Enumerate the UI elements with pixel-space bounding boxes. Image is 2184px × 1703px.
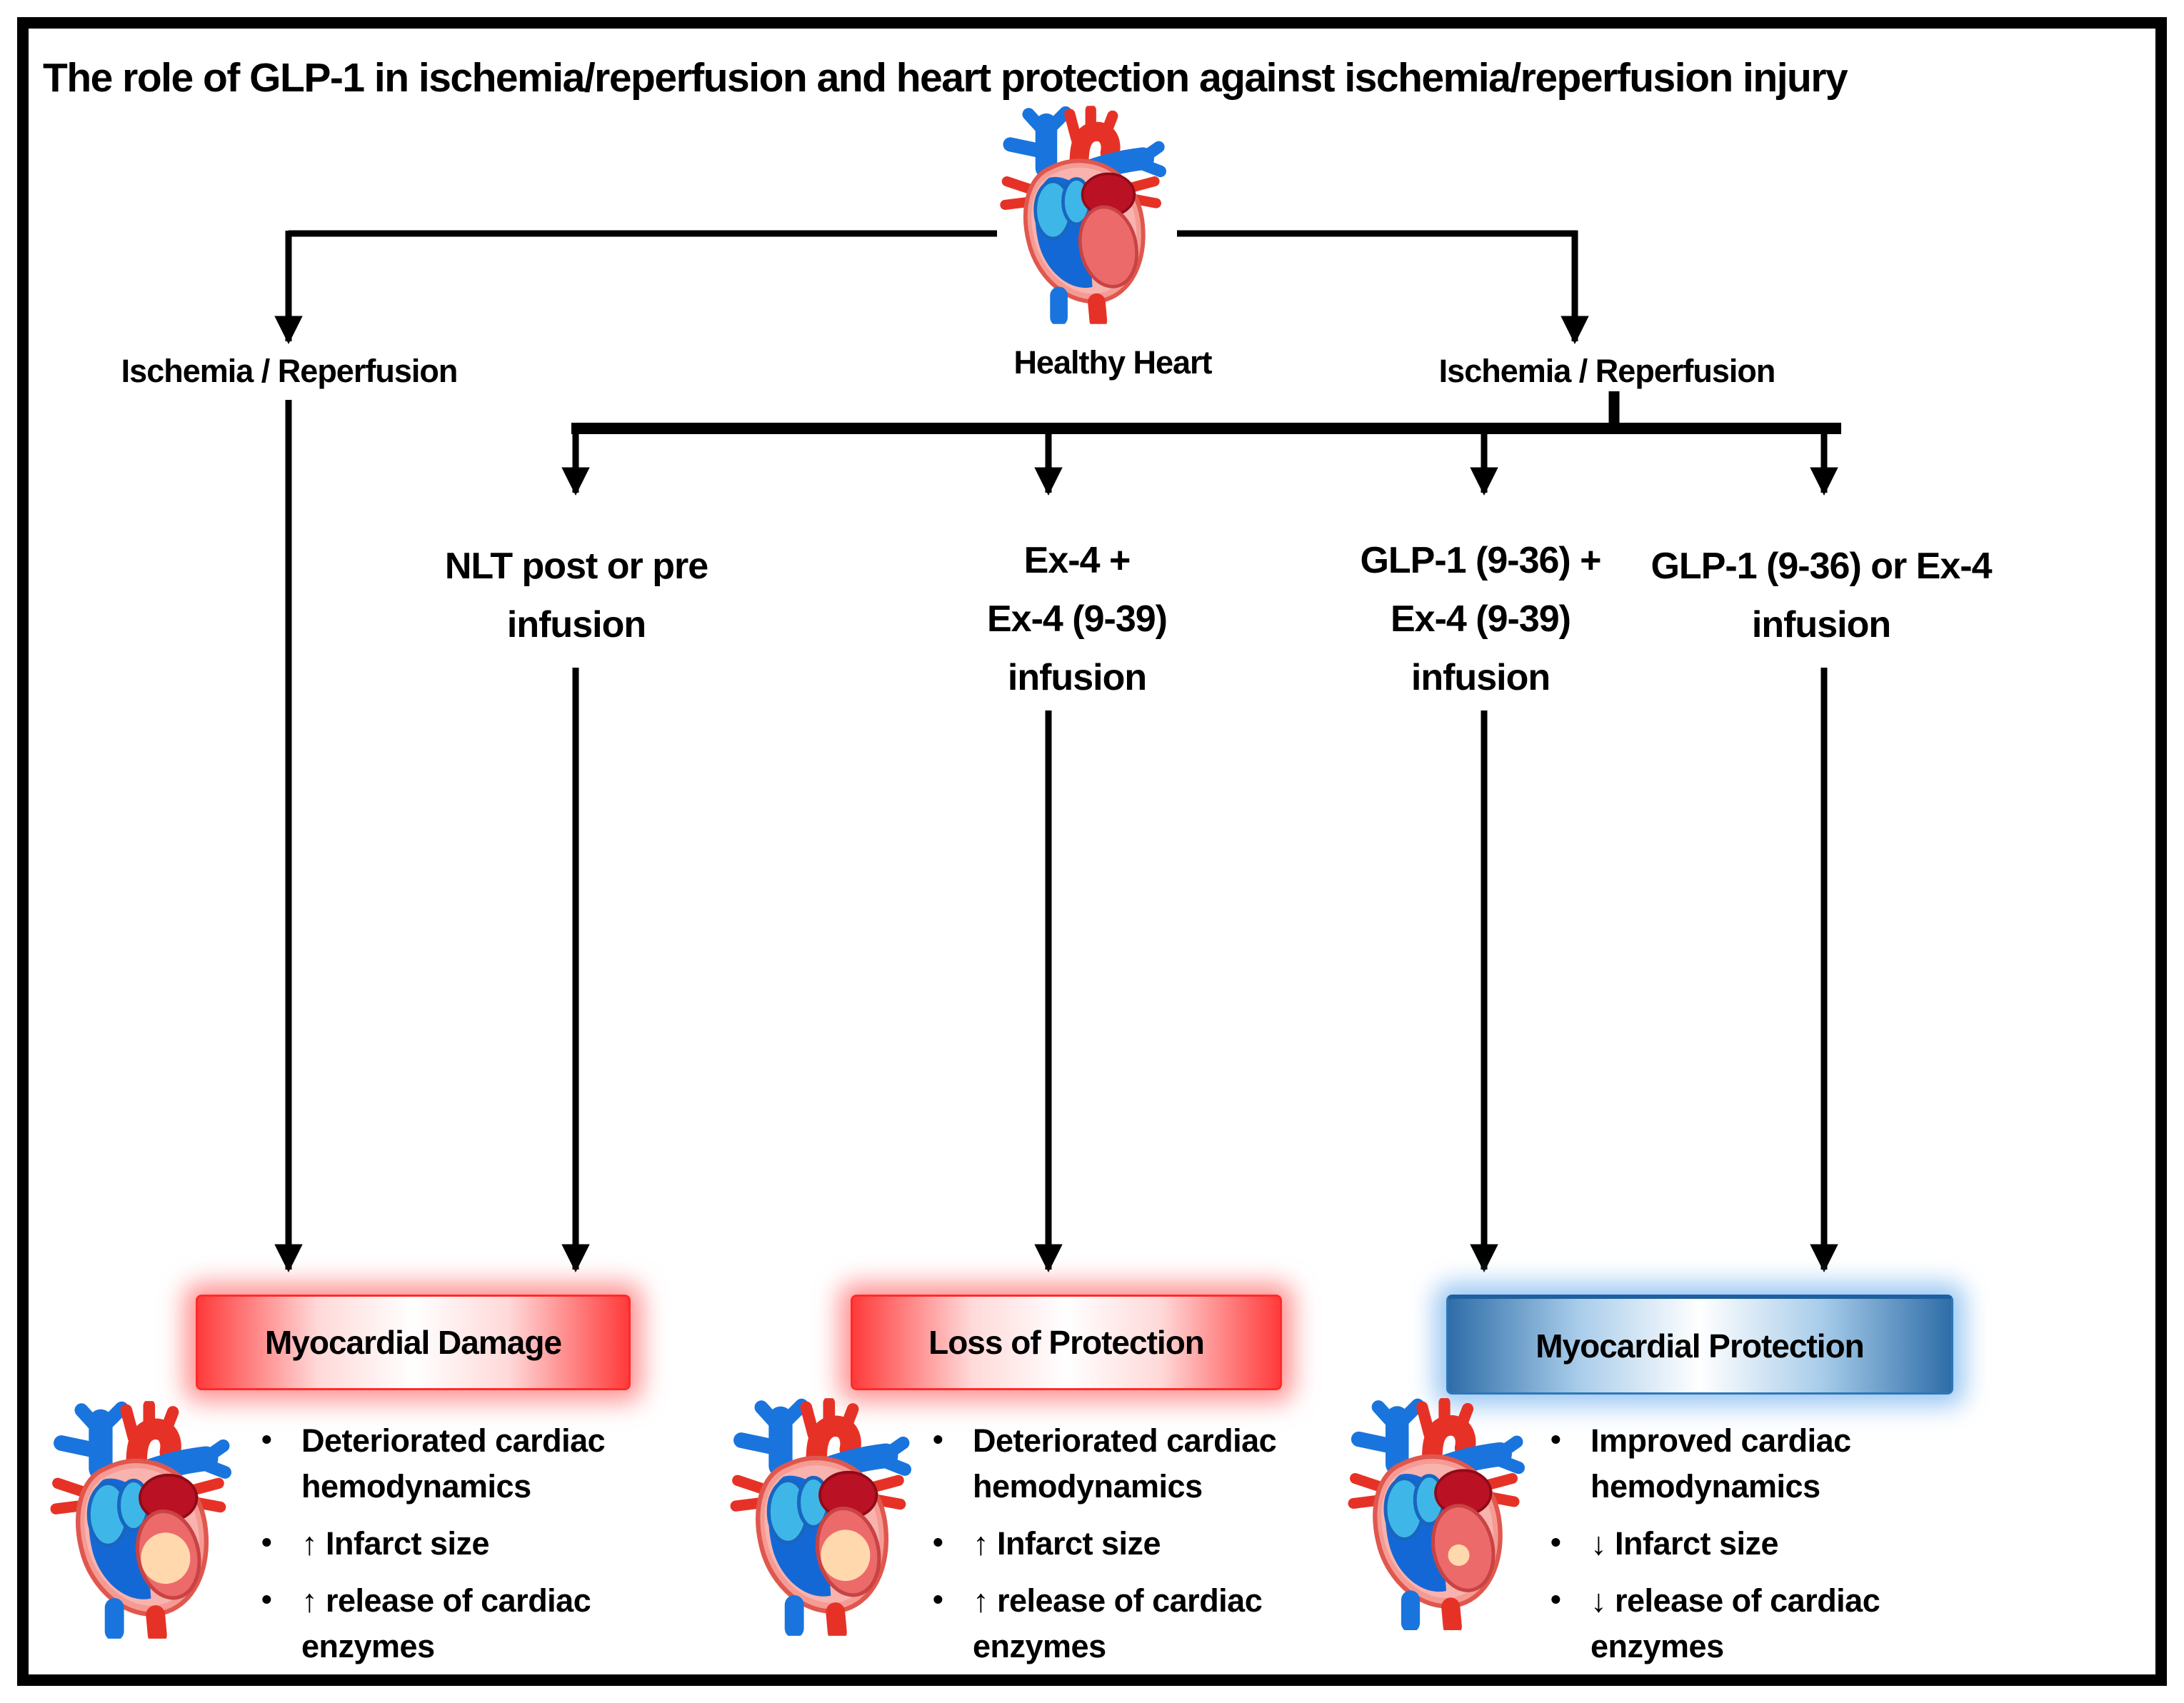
treatment-line: infusion (1751, 604, 1891, 645)
treatment-line: infusion (506, 604, 646, 645)
outcome-list-loss-of-protection: Deteriorated cardiac hemodynamics ↑ Infa… (928, 1417, 1343, 1681)
protected-heart-icon-small-infarct (1346, 1398, 1525, 1630)
infarct-area-small (1448, 1544, 1470, 1566)
treatment-line: infusion (1411, 657, 1551, 698)
list-item: ↑ Infarct size (257, 1519, 657, 1567)
treatment-line: NLT post or pre (444, 546, 708, 587)
list-item: ↑ release of cardiac enzymes (257, 1577, 657, 1669)
outcome-box-label: Myocardial Protection (1536, 1327, 1865, 1365)
list-item: Deteriorated cardiac hemodynamics (928, 1417, 1343, 1509)
condition-label-right: Ischemia / Reperfusion (1438, 353, 1776, 389)
condition-label-left: Ischemia / Reperfusion (121, 353, 459, 389)
treatment-ex4-ex439: Ex-4 + Ex-4 (9-39) infusion (863, 531, 1291, 707)
damaged-heart-icon-large-infarct (49, 1401, 231, 1639)
list-item: ↓ Infarct size (1546, 1519, 1989, 1567)
treatment-line: GLP-1 (9-36) or Ex-4 (1650, 546, 1992, 587)
diagram-border (17, 17, 2167, 1686)
list-item: ↓ release of cardiac enzymes (1546, 1577, 1989, 1669)
treatment-glp1-or-ex4: GLP-1 (9-36) or Ex-4 infusion (1603, 537, 2039, 654)
damaged-heart-icon-large-infarct (728, 1398, 911, 1636)
list-item: Deteriorated cardiac hemodynamics (257, 1417, 657, 1509)
infarct-area-large (141, 1532, 191, 1584)
treatment-line: Ex-4 + (1023, 540, 1131, 581)
outcome-list-myocardial-damage: Deteriorated cardiac hemodynamics ↑ Infa… (257, 1417, 657, 1681)
diagram-title: The role of GLP-1 in ischemia/reperfusio… (43, 55, 1848, 101)
outcome-list-myocardial-protection: Improved cardiac hemodynamics ↓ Infarct … (1546, 1417, 1989, 1681)
outcome-box-label: Myocardial Damage (264, 1324, 562, 1361)
infarct-area-large (821, 1529, 871, 1582)
healthy-heart-icon (998, 106, 1166, 324)
list-item: Improved cardiac hemodynamics (1546, 1417, 1989, 1509)
outcome-box-label: Loss of Protection (928, 1324, 1205, 1361)
list-item: ↑ Infarct size (928, 1519, 1343, 1567)
outcome-box-myocardial-damage: Myocardial Damage (196, 1295, 631, 1390)
treatment-glp1-ex439: GLP-1 (9-36) + Ex-4 (9-39) infusion (1266, 531, 1695, 707)
outcome-box-loss-of-protection: Loss of Protection (851, 1295, 1282, 1390)
treatment-line: Ex-4 (9-39) (1391, 598, 1571, 640)
list-item: ↑ release of cardiac enzymes (928, 1577, 1343, 1669)
treatment-line: Ex-4 (9-39) (987, 598, 1168, 640)
treatment-line: infusion (1007, 657, 1147, 698)
treatment-nlt: NLT post or pre infusion (362, 537, 791, 654)
healthy-heart-label: Healthy Heart (1013, 344, 1212, 381)
outcome-box-myocardial-protection: Myocardial Protection (1446, 1295, 1953, 1395)
treatment-line: GLP-1 (9-36) + (1360, 540, 1601, 581)
